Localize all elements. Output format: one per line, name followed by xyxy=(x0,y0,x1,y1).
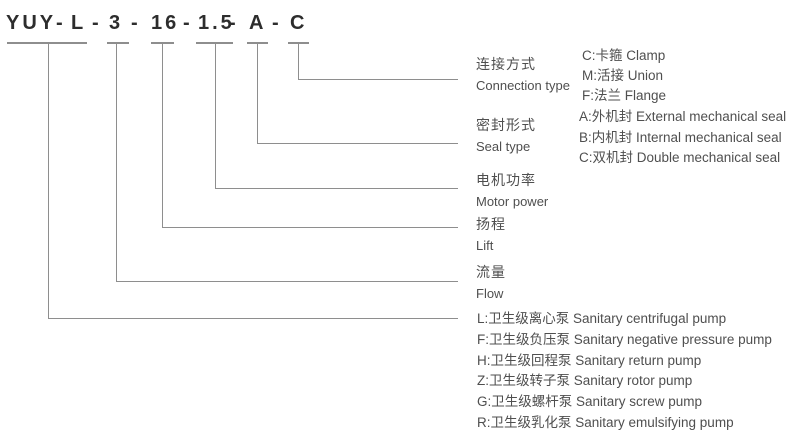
connection-option-union: M:活接 Union xyxy=(582,68,664,83)
code-separator: - xyxy=(229,12,239,34)
code-segment-flow: 3 xyxy=(109,12,124,34)
seal-type-label-cn: 密封形式 xyxy=(476,117,536,133)
connector-pump-type xyxy=(48,44,458,319)
code-segment-series: YUY xyxy=(6,12,57,34)
pump-type-return: H:卫生级回程泵 Sanitary return pump xyxy=(477,352,702,368)
motor-power-label-cn: 电机功率 xyxy=(476,172,536,188)
seal-type-options: A:外机封 External mechanical seal B:内机封 Int… xyxy=(579,107,786,169)
code-segment-motor-power: 1.5 xyxy=(198,12,235,34)
code-separator: - xyxy=(56,12,66,34)
code-separator: - xyxy=(272,12,282,34)
connection-type-label-cn: 连接方式 xyxy=(476,56,536,72)
code-segment-lift: 16 xyxy=(151,12,180,34)
code-segment-seal-type: A xyxy=(249,12,267,34)
pump-type-negative-pressure: F:卫生级负压泵 Sanitary negative pressure pump xyxy=(477,331,772,347)
underline-lift xyxy=(151,42,174,44)
pump-type-screw: G:卫生级螺杆泵 Sanitary screw pump xyxy=(477,394,703,410)
underline-series-pump-type xyxy=(7,42,87,44)
code-separator: - xyxy=(183,12,193,34)
pump-type-emulsifying: R:卫生级乳化泵 Sanitary emulsifying pump xyxy=(477,414,734,430)
motor-power-label-en: Motor power xyxy=(476,194,549,209)
code-segment-connection: C xyxy=(290,12,308,34)
seal-option-external: A:外机封 External mechanical seal xyxy=(579,109,787,124)
seal-option-double: C:双机封 Double mechanical seal xyxy=(579,150,781,165)
lift-label-en: Lift xyxy=(476,238,494,253)
pump-type-centrifugal: L:卫生级离心泵 Sanitary centrifugal pump xyxy=(477,311,727,326)
underline-connection-type xyxy=(288,42,309,44)
label-motor-power: 电机功率 Motor power xyxy=(476,170,548,212)
lift-label-cn: 扬程 xyxy=(476,216,506,232)
underline-seal-type xyxy=(247,42,268,44)
pump-type-rotor: Z:卫生级转子泵 Sanitary rotor pump xyxy=(477,373,693,389)
code-separator: - xyxy=(131,12,141,34)
flow-label-cn: 流量 xyxy=(476,264,506,280)
flow-label-en: Flow xyxy=(476,286,504,301)
label-seal-type: 密封形式 Seal type xyxy=(476,115,536,157)
label-lift: 扬程 Lift xyxy=(476,214,506,256)
pump-type-options: L:卫生级离心泵 Sanitary centrifugal pump F:卫生级… xyxy=(477,309,772,434)
label-connection-type: 连接方式 Connection type xyxy=(476,54,570,96)
label-flow: 流量 Flow xyxy=(476,262,506,304)
code-segment-pump-type: L xyxy=(71,12,87,34)
connection-option-clamp: C:卡箍 Clamp xyxy=(582,48,666,63)
connector-flow xyxy=(116,44,458,282)
connector-seal-type xyxy=(257,44,458,144)
connection-type-label-en: Connection type xyxy=(476,78,570,93)
connector-connection-type xyxy=(298,44,458,80)
seal-type-label-en: Seal type xyxy=(476,139,531,154)
code-separator: - xyxy=(92,12,102,34)
seal-option-internal: B:内机封 Internal mechanical seal xyxy=(579,129,782,145)
underline-flow xyxy=(107,42,129,44)
connection-option-flange: F:法兰 Flange xyxy=(582,88,667,103)
underline-motor-power xyxy=(196,42,233,44)
connector-motor-power xyxy=(215,44,458,189)
connection-type-options: C:卡箍 Clamp M:活接 Union F:法兰 Flange xyxy=(582,46,666,106)
connector-lift xyxy=(162,44,458,228)
